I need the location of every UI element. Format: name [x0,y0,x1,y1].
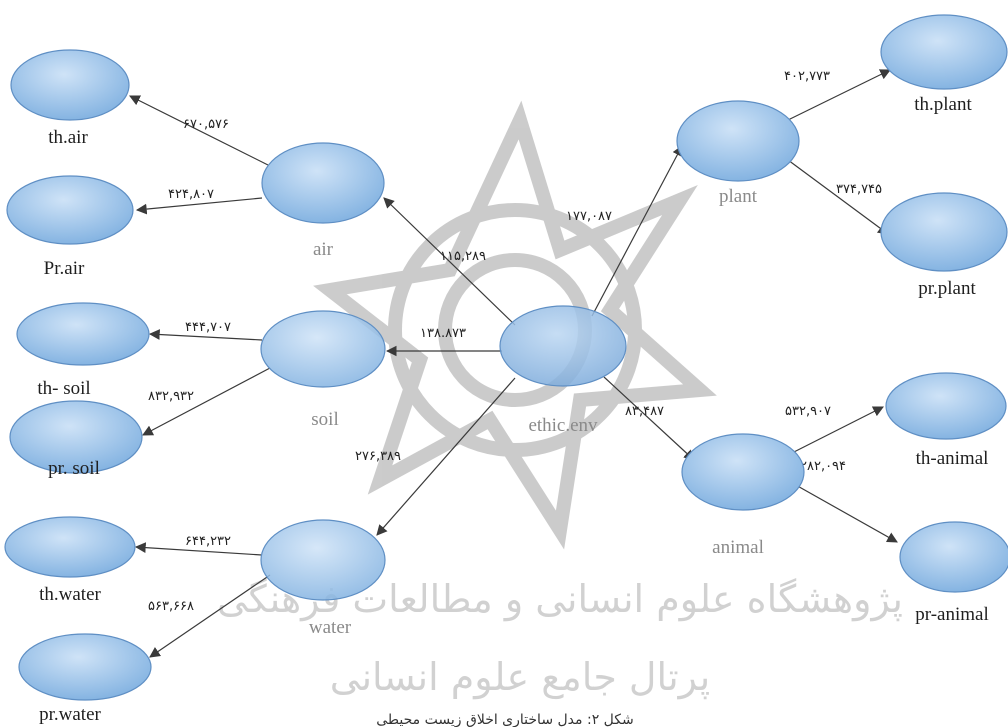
label-th-air: th.air [48,127,88,148]
edge-soil-th [148,329,263,341]
label-water: water [309,617,352,638]
node-water[interactable] [260,519,386,601]
edge-label-ethic-plant: ۱۷۷,۰۸۷ [566,209,612,224]
nodes [4,14,1008,701]
node-th-air[interactable] [10,49,130,121]
node-th-animal[interactable] [885,372,1007,440]
label-pr-plant: pr.plant [918,278,976,299]
edge-air-pr [135,197,263,215]
edge-label-air-th: ۶۷۰,۵۷۶ [183,117,229,132]
edge-label-plant-th: ۴۰۲,۷۷۳ [784,69,830,84]
edge-label-soil-th: ۴۴۴,۷۰۷ [185,320,231,335]
node-pr-air[interactable] [6,175,134,245]
edge-label-ethic-soil: ۱۳۸.۸۷۳ [420,326,466,341]
label-ethic-env: ethic.env [528,415,598,436]
label-th-water: th.water [39,584,101,605]
node-pr-plant[interactable] [880,192,1008,272]
edge-label-ethic-air: ۱۱۵,۲۸۹ [440,249,486,264]
node-th-water[interactable] [4,516,136,578]
label-pr-animal: pr-animal [915,604,988,625]
node-ethic-env[interactable] [499,305,627,387]
node-pr-animal[interactable] [899,521,1008,593]
node-soil[interactable] [260,310,386,388]
watermark-line-2: پرتال جامع علوم انسانی [330,655,710,700]
edge-ethic-water [376,377,516,536]
edge-ethic-animal [603,376,695,461]
edge-ethic-air [383,197,516,326]
edge-animal-pr [793,483,898,543]
edge-plant-pr [787,159,889,235]
edge-air-th [129,95,269,166]
node-labels: th.air Pr.air air th- soil pr. soil soil… [37,94,988,725]
edge-label-animal-pr: ۲۸۲,۰۹۴ [800,459,846,474]
label-pr-soil: pr. soil [48,458,100,479]
label-soil: soil [311,409,338,430]
label-animal: animal [712,537,764,558]
label-th-plant: th.plant [914,94,972,115]
edge-label-ethic-water: ۲۷۶,۳۸۹ [355,449,401,464]
node-pr-water[interactable] [18,633,152,701]
label-th-animal: th-animal [916,448,989,469]
edge-label-plant-pr: ۳۷۴,۷۴۵ [836,182,882,197]
edge-ethic-plant [591,145,683,317]
edge-label-water-pr: ۵۶۳,۶۶۸ [148,599,194,614]
edge-label-animal-th: ۵۳۲,۹۰۷ [785,404,831,419]
edge-labels: ۶۷۰,۵۷۶ ۴۲۴,۸۰۷ ۴۴۴,۷۰۷ ۸۳۲,۹۳۲ ۶۴۴,۲۳۲ … [148,69,882,614]
node-th-soil[interactable] [16,302,150,366]
edge-soil-pr [142,367,271,436]
edge-label-soil-pr: ۸۳۲,۹۳۲ [148,389,194,404]
node-th-plant[interactable] [880,14,1008,90]
edge-plant-th [787,69,891,121]
edge-label-air-pr: ۴۲۴,۸۰۷ [168,187,214,202]
edge-water-th [134,542,263,556]
edge-water-pr [149,574,271,658]
edge-animal-th [785,406,884,457]
edge-label-water-th: ۶۴۴,۲۳۲ [185,534,231,549]
edge-label-ethic-animal: ۸۳,۴۸۷ [625,404,664,419]
figure-caption: شکل ۲: مدل ساختاری اخلاق زیست محیطی [376,712,633,727]
label-air: air [313,239,334,260]
label-pr-water: pr.water [39,704,101,725]
edges [129,69,898,658]
node-pr-soil[interactable] [9,400,143,474]
node-plant[interactable] [676,100,800,182]
node-air[interactable] [261,142,385,224]
label-th-soil: th- soil [37,378,90,399]
label-pr-air: Pr.air [44,258,85,279]
node-animal[interactable] [681,433,805,511]
label-plant: plant [719,186,758,207]
